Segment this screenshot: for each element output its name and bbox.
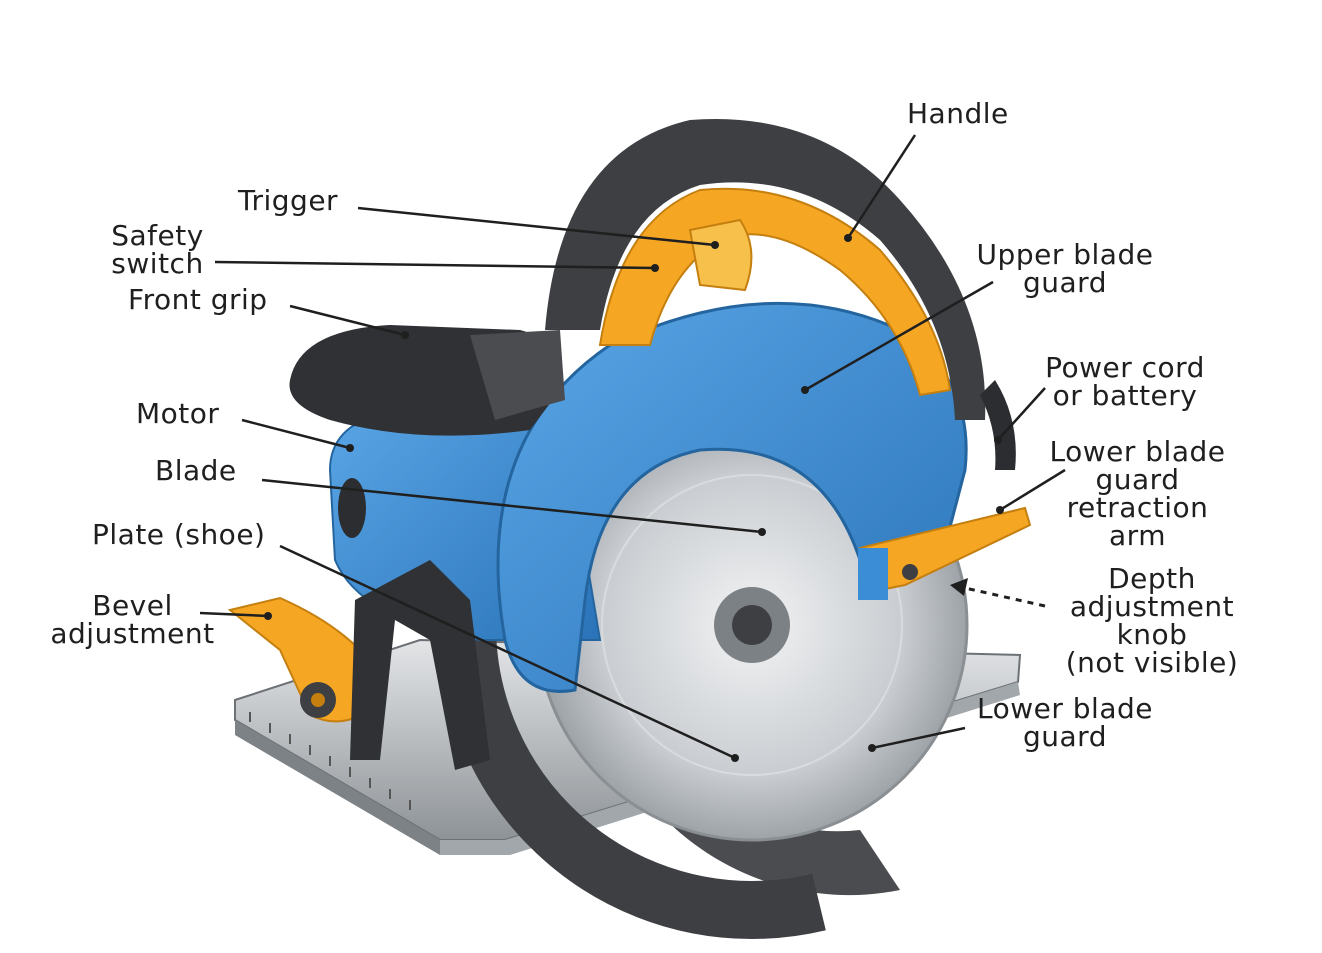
label-front-grip: Front grip xyxy=(128,283,268,316)
label-plate: Plate (shoe) xyxy=(92,518,266,551)
label-depth-adjustment: Depth adjustment knob (not visible) xyxy=(1065,562,1239,679)
front-grip xyxy=(289,325,565,436)
label-upper-blade-guard: Upper blade guard xyxy=(976,238,1154,299)
retraction-arm xyxy=(858,506,1032,600)
depth-bracket xyxy=(350,560,490,770)
label-handle: Handle xyxy=(907,97,1009,130)
label-blade: Blade xyxy=(155,454,237,487)
label-lower-blade-guard: Lower blade guard xyxy=(977,692,1153,753)
leader-lines xyxy=(199,134,1066,760)
label-power-cord: Power cord or battery xyxy=(1045,351,1205,412)
label-bevel-adjustment: Bevel adjustment xyxy=(50,589,215,650)
label-retraction-arm: Lower blade guard retraction arm xyxy=(1049,435,1226,552)
trigger xyxy=(688,218,753,292)
arrow-icon xyxy=(950,578,968,596)
label-trigger: Trigger xyxy=(238,184,339,217)
label-safety-switch: Safety switch xyxy=(111,219,204,280)
label-motor: Motor xyxy=(136,397,220,430)
leader-dots xyxy=(264,234,1004,762)
upper-blade-guard xyxy=(496,301,968,693)
